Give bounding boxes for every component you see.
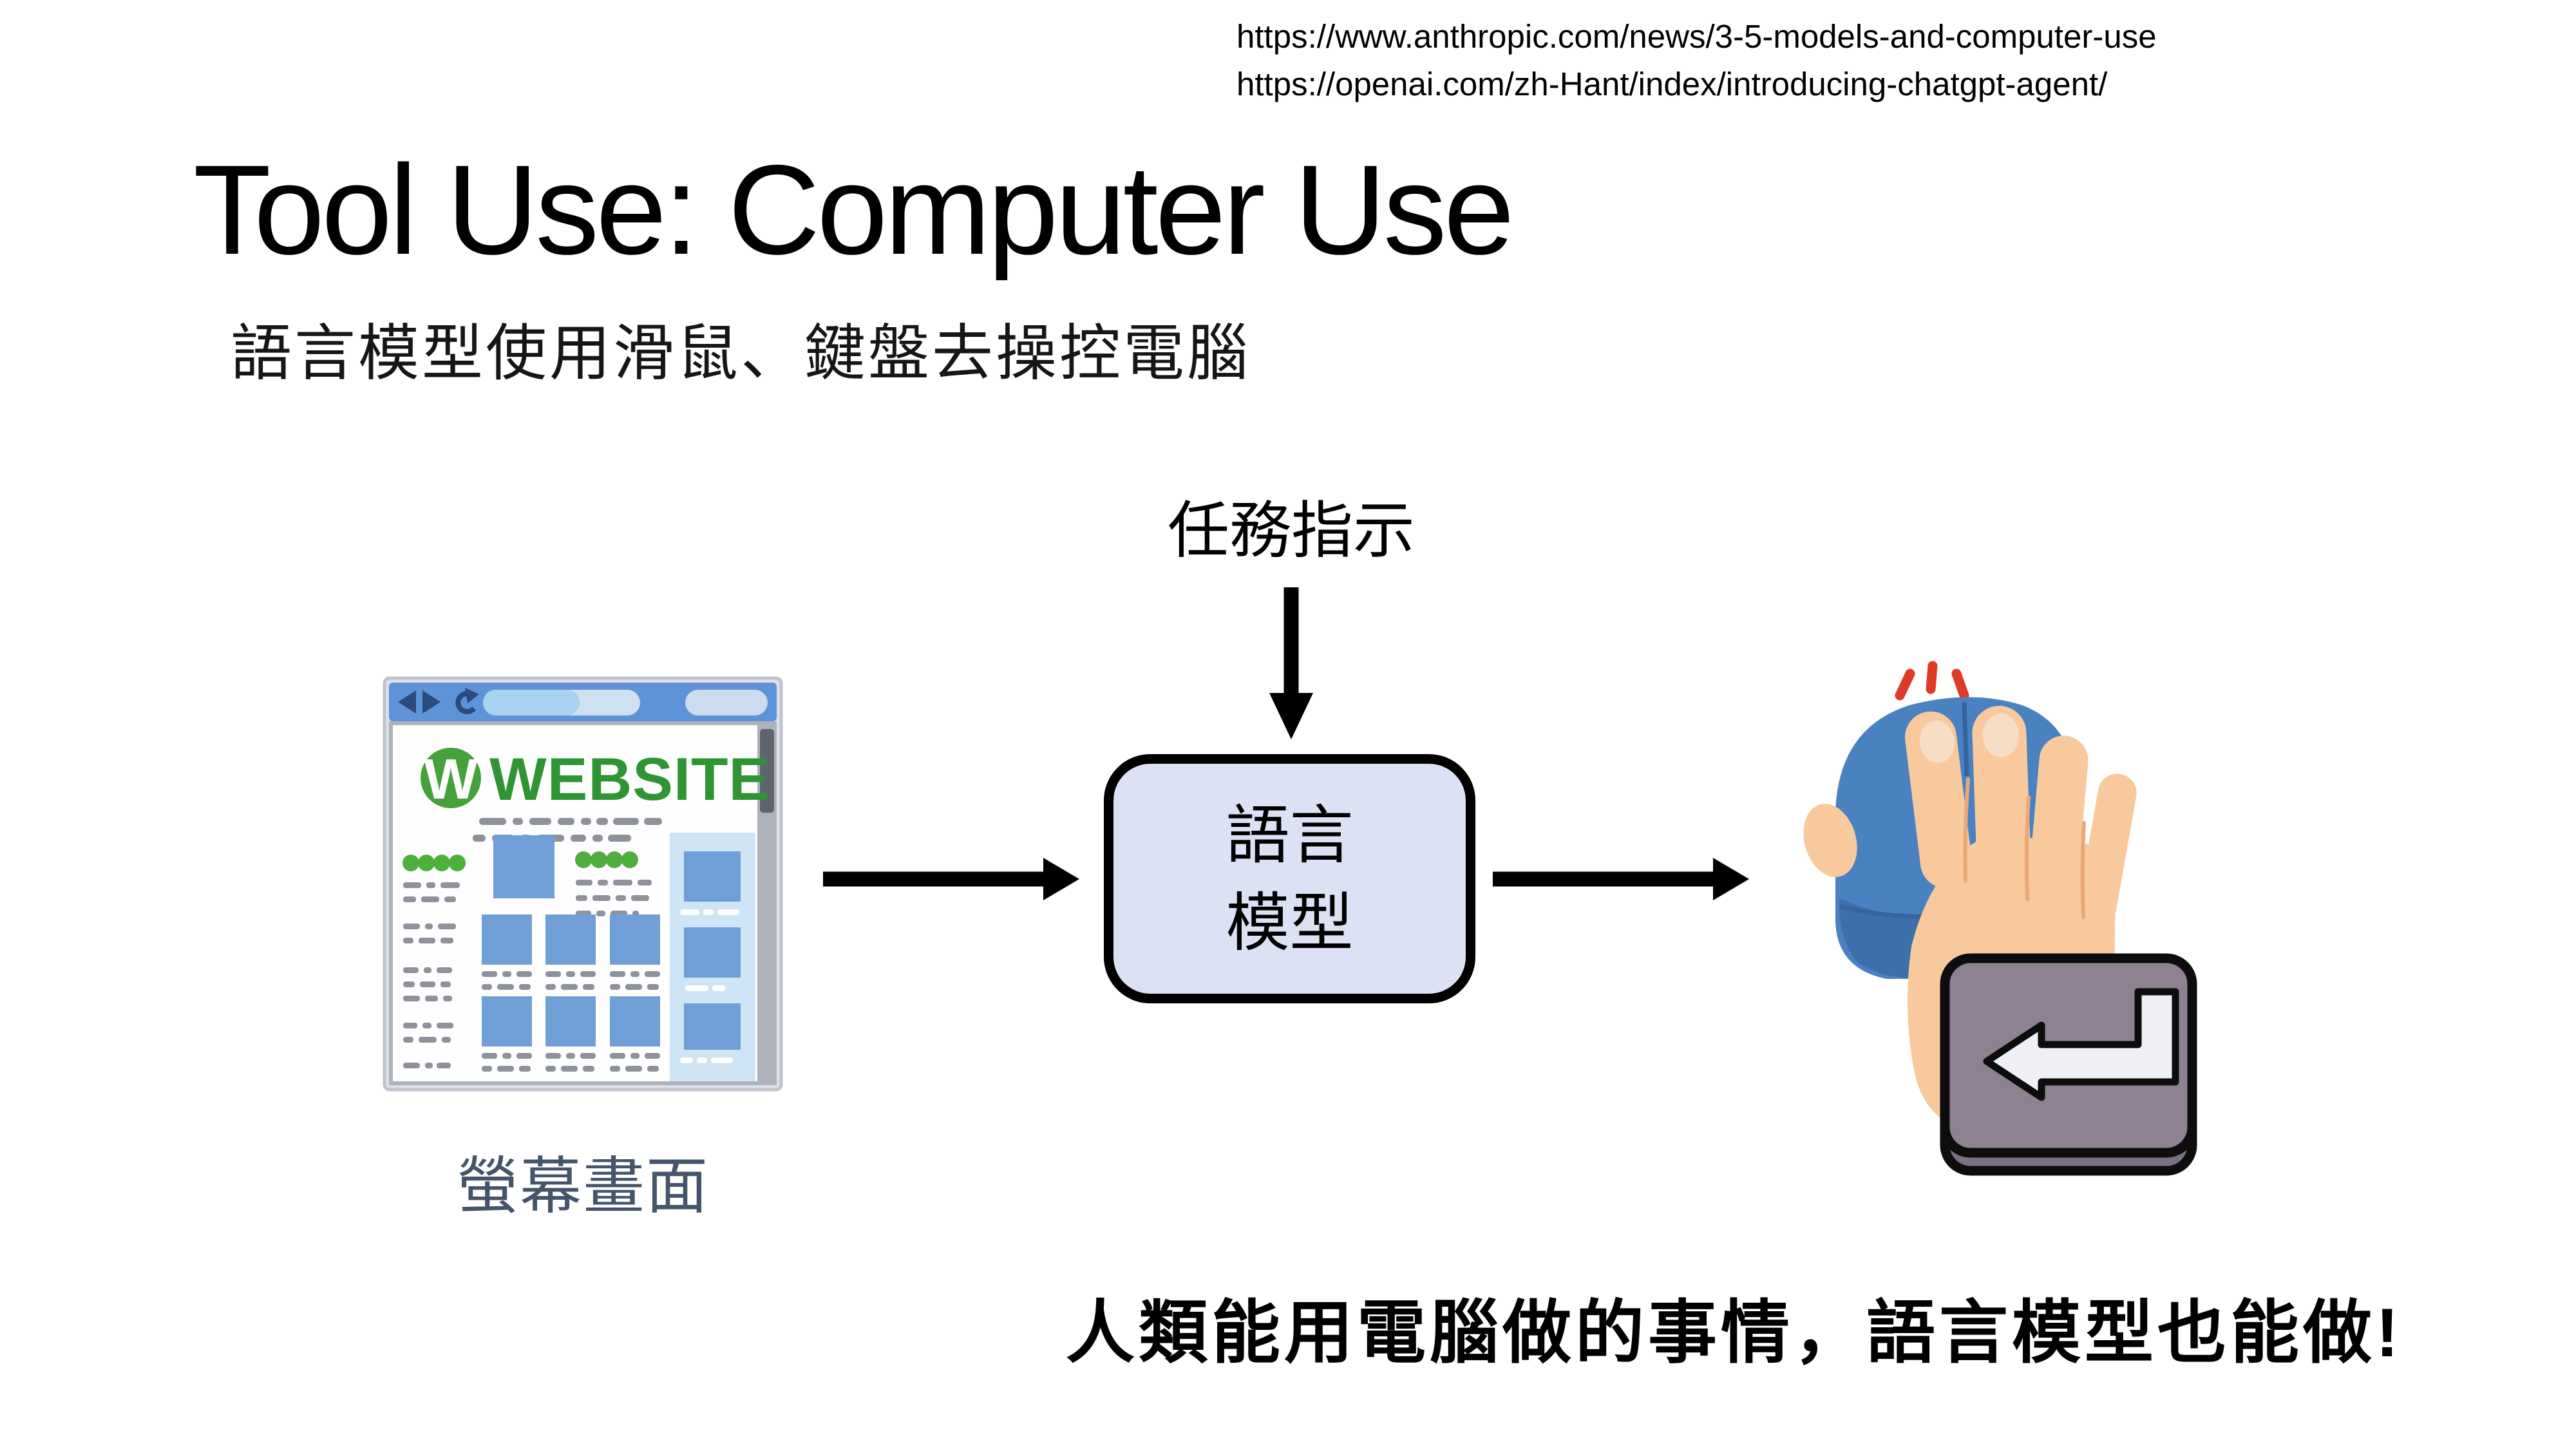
fingernail <box>1919 721 1955 763</box>
return-arrow-icon <box>1983 988 2179 1101</box>
website-logo-icon <box>421 748 481 808</box>
scrollbar-thumb <box>760 729 774 813</box>
model-box-line2: 模型 <box>1226 886 1354 958</box>
language-model-node: 語言 模型 <box>1104 754 1475 1003</box>
reference-links: https://www.anthropic.com/news/3-5-model… <box>1236 13 2157 108</box>
webpage-section-dots <box>575 851 638 868</box>
webpage-thumbnail-grid <box>482 914 660 1072</box>
thumb <box>1803 804 1857 877</box>
mouse-hand-illustration <box>1803 661 2197 1176</box>
enter-key-icon <box>1940 953 2197 1176</box>
arrow-right-icon <box>1043 858 1079 900</box>
screen-caption: 螢幕畫面 <box>457 1152 709 1221</box>
task-instruction-label: 任務指示 <box>1168 497 1415 565</box>
reference-link-anthropic[interactable]: https://www.anthropic.com/news/3-5-model… <box>1236 18 2157 55</box>
webpage-hero-image <box>493 835 554 898</box>
subtitle: 語言模型使用滑鼠、鍵盤去操控電腦 <box>231 319 1251 388</box>
reference-link-openai[interactable]: https://openai.com/zh-Hant/index/introdu… <box>1236 66 2108 102</box>
browser-search-box <box>685 690 768 715</box>
arrow-down-icon <box>1269 693 1313 739</box>
conclusion-text: 人類能用電腦做的事情，語言模型也能做! <box>1066 1294 2403 1371</box>
screen-illustration: W WEBSITE <box>383 676 783 1092</box>
website-badge-letter: W <box>424 747 477 811</box>
page-title: Tool Use: Computer Use <box>193 138 1515 281</box>
task-to-model-arrow <box>1269 587 1313 739</box>
browser-back-icon <box>398 690 416 714</box>
click-indicator-icon <box>1895 661 1969 701</box>
fingernail <box>1983 714 2019 757</box>
browser-refresh-icon <box>455 688 479 714</box>
webpage-sidebar <box>670 833 755 1081</box>
browser-forward-icon <box>422 690 440 714</box>
webpage-left-column <box>402 855 466 1068</box>
arrow-right-icon <box>1713 858 1749 900</box>
website-logo-text: WEBSITE <box>489 745 770 813</box>
model-box-line1: 語言 <box>1226 799 1354 871</box>
model-to-action-arrow <box>1493 858 1749 900</box>
screen-to-model-arrow <box>823 858 1079 900</box>
